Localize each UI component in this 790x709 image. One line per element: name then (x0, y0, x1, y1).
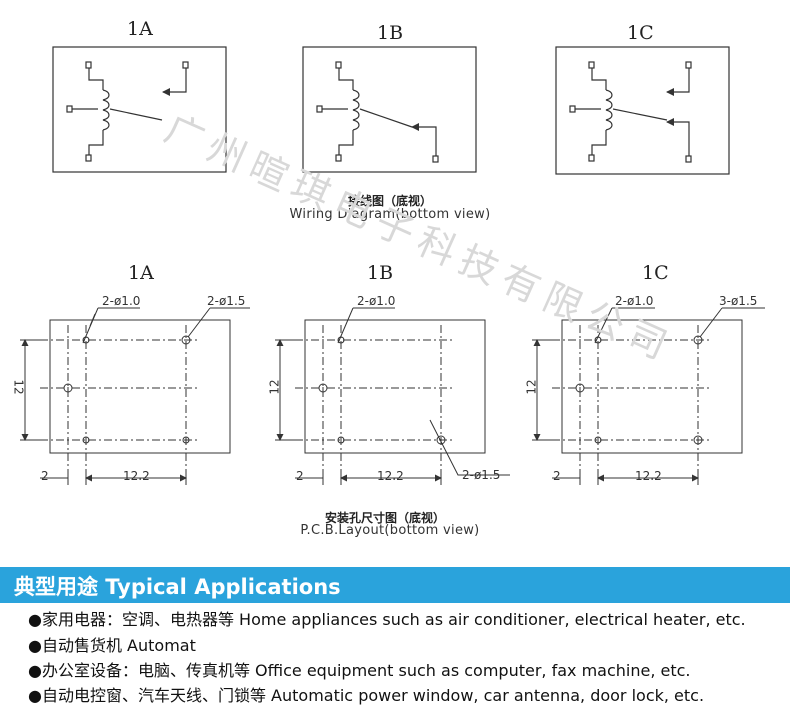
pcb-layouts (20, 307, 765, 485)
application-item: ●办公室设备：电脑、传真机等 Office equipment such as … (28, 661, 691, 680)
wiring-diagrams (52, 46, 730, 175)
pcb-1c-height: 12 (524, 379, 539, 395)
applications-title: 典型用途 Typical Applications (14, 575, 341, 599)
pcb-label-1b: 1B (367, 262, 394, 284)
pcb-1b-hole-small: 2-ø1.0 (357, 294, 396, 308)
pcb-1c-hole-small: 2-ø1.0 (615, 294, 654, 308)
wiring-label-1a: 1A (127, 18, 153, 40)
wiring-label-1c: 1C (627, 22, 654, 44)
pcb-1c-hole-large: 3-ø1.5 (719, 294, 758, 308)
pcb-1a-width: 12.2 (123, 469, 150, 483)
pcb-1b-width: 12.2 (377, 469, 404, 483)
pcb-1b-offset: 2 (296, 469, 304, 483)
pcb-caption-cn: 安装孔尺寸图（底视） (324, 511, 445, 525)
wiring-diagram-1b (302, 46, 477, 173)
pcb-1b-hole-large: 2-ø1.5 (462, 468, 501, 482)
application-item: ●自动售货机 Automat (28, 636, 196, 655)
wiring-diagram-1c (555, 46, 730, 175)
wiring-caption-en: Wiring Diagram(bottom view) (289, 207, 491, 222)
application-item: ●家用电器：空调、电热器等 Home appliances such as ai… (28, 610, 746, 629)
wiring-diagram-1a (52, 46, 227, 173)
pcb-1c-width: 12.2 (635, 469, 662, 483)
wiring-caption-cn: 接线图（底视） (347, 194, 432, 208)
application-item: ●自动电控窗、汽车天线、门锁等 Automatic power window, … (28, 686, 705, 705)
pcb-1a-hole-large: 2-ø1.5 (207, 294, 246, 308)
pcb-label-1a: 1A (128, 262, 154, 284)
pcb-1b-height: 12 (267, 379, 282, 395)
pcb-layout-1b (275, 307, 510, 485)
pcb-label-1c: 1C (642, 262, 669, 284)
pcb-1a-hole-small: 2-ø1.0 (102, 294, 141, 308)
pcb-1c-offset: 2 (553, 469, 561, 483)
pcb-layout-1c (532, 307, 765, 485)
wiring-label-1b: 1B (377, 22, 404, 44)
applications-banner (0, 567, 790, 603)
pcb-layout-1a (20, 307, 250, 485)
pcb-1a-height: 12 (11, 379, 26, 395)
pcb-1a-offset: 2 (41, 469, 49, 483)
pcb-caption-en: P.C.B.Layout(bottom view) (300, 523, 480, 538)
